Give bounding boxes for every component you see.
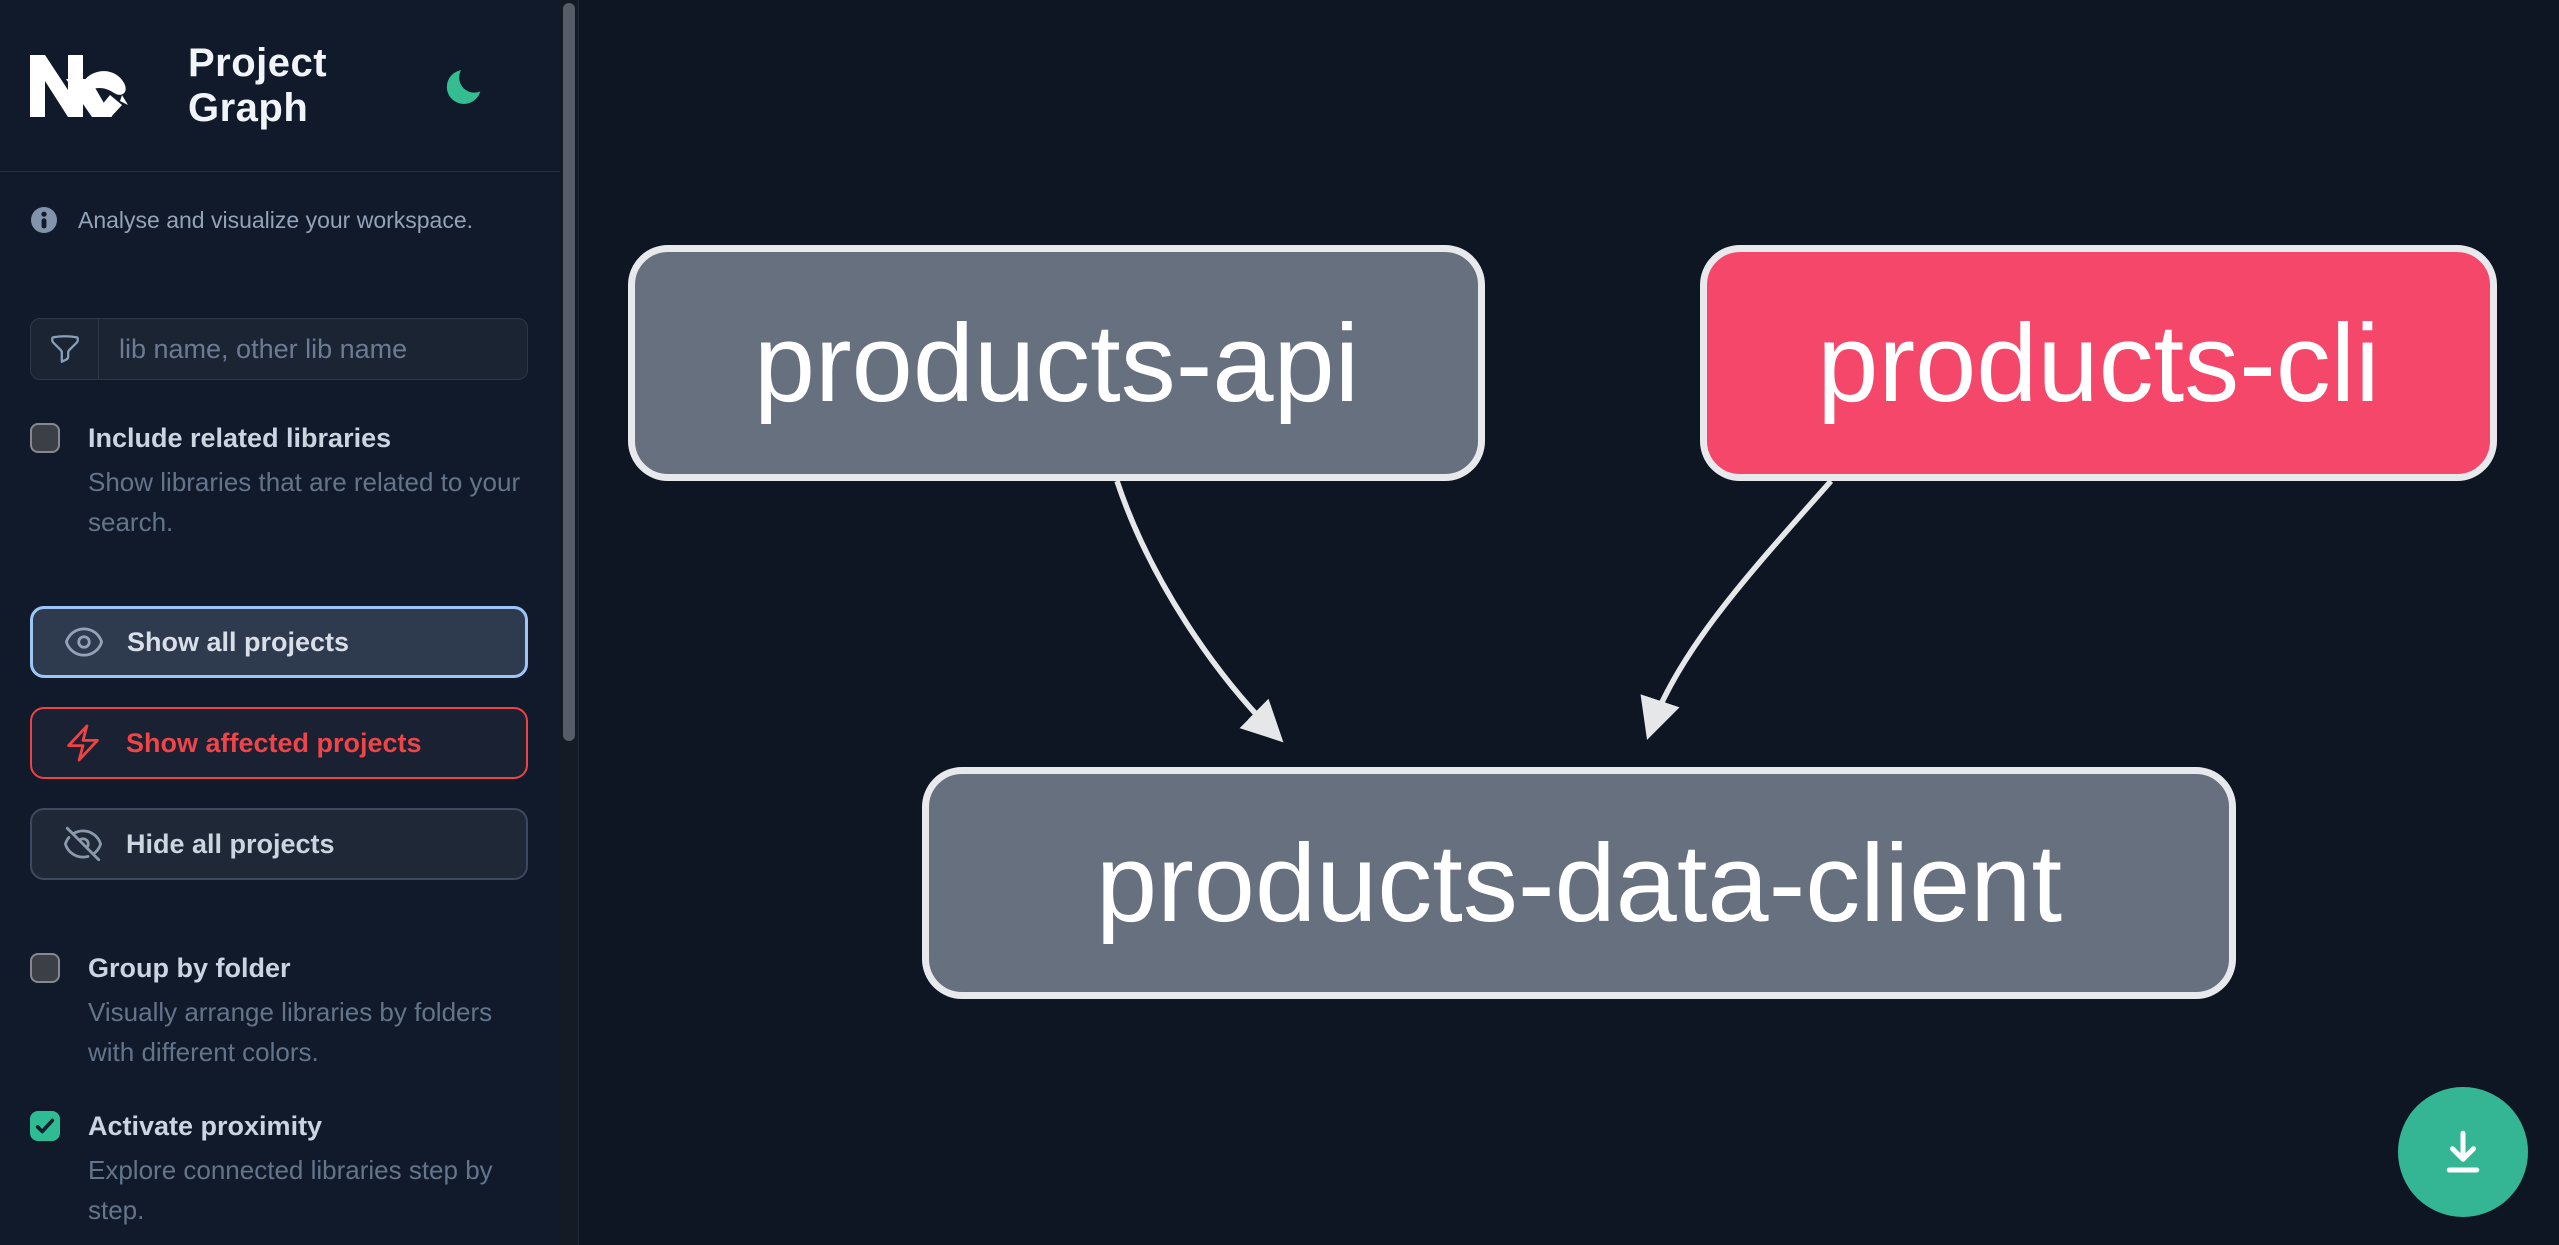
edge-products-api-to-data-client[interactable] xyxy=(1114,480,1284,743)
filter-icon-cell xyxy=(31,319,99,379)
show-affected-projects-button[interactable]: Show affected projects xyxy=(30,707,528,779)
show-all-projects-label: Show all projects xyxy=(127,626,350,657)
toggle-include-related: Include related libraries Show libraries… xyxy=(30,420,530,542)
workspace-tagline-row: Analyse and visualize your workspace. xyxy=(30,206,530,234)
activate-proximity-label: Activate proximity xyxy=(88,1110,323,1141)
search-input[interactable] xyxy=(99,319,527,379)
node-label: products-cli xyxy=(1817,301,2380,425)
group-by-folder-checkbox[interactable] xyxy=(30,953,60,983)
nx-logo xyxy=(30,54,128,117)
hide-all-projects-label: Hide all projects xyxy=(126,828,335,859)
show-affected-projects-label: Show affected projects xyxy=(126,727,422,758)
include-related-label: Include related libraries xyxy=(88,422,392,453)
node-label: products-data-client xyxy=(1095,821,2063,945)
group-by-folder-description: Visually arrange libraries by folders wi… xyxy=(88,997,493,1067)
toggle-group-by-folder: Group by folder Visually arrange librari… xyxy=(30,950,530,1072)
filter-icon xyxy=(50,335,79,363)
project-visibility-buttons: Show all projects Show affected projects… xyxy=(30,606,530,880)
info-icon xyxy=(31,207,57,233)
eye-slash-icon xyxy=(63,826,103,862)
include-related-checkbox[interactable] xyxy=(30,423,60,453)
graph-node-products-api[interactable]: products-api xyxy=(628,245,1485,481)
hide-all-projects-button[interactable]: Hide all projects xyxy=(30,808,528,880)
sidebar-scrollbar[interactable] xyxy=(560,0,578,1245)
bolt-icon xyxy=(67,724,99,762)
group-by-folder-label: Group by folder xyxy=(88,952,291,983)
sidebar-header: Project Graph xyxy=(0,0,560,172)
activate-proximity-description: Explore connected libraries step by step… xyxy=(88,1155,493,1225)
eye-icon xyxy=(65,627,103,657)
download-graph-button[interactable] xyxy=(2398,1087,2528,1217)
dependency-edges xyxy=(1114,479,1834,743)
edge-products-cli-to-data-client[interactable] xyxy=(1640,479,1834,740)
toggle-activate-proximity: Activate proximity Explore connected lib… xyxy=(30,1108,530,1230)
node-label: products-api xyxy=(753,301,1360,425)
check-icon xyxy=(35,1118,55,1134)
moon-icon[interactable] xyxy=(444,62,488,109)
include-related-description: Show libraries that are related to your … xyxy=(88,467,521,537)
scrollbar-thumb[interactable] xyxy=(563,3,575,741)
workspace-tagline: Analyse and visualize your workspace. xyxy=(78,206,474,233)
search-box xyxy=(30,318,528,380)
download-icon xyxy=(2446,1130,2480,1173)
page-title: Project Graph xyxy=(188,40,328,130)
sidebar: Project Graph Analyse and visualize your… xyxy=(0,0,560,1245)
activate-proximity-checkbox[interactable] xyxy=(30,1111,60,1141)
graph-node-products-data-client[interactable]: products-data-client xyxy=(922,767,2236,999)
graph-canvas[interactable]: products-api products-cli products-data-… xyxy=(578,0,2559,1245)
graph-node-products-cli[interactable]: products-cli xyxy=(1700,245,2497,481)
show-all-projects-button[interactable]: Show all projects xyxy=(30,606,528,678)
sidebar-content: Analyse and visualize your workspace. In… xyxy=(0,206,560,1245)
